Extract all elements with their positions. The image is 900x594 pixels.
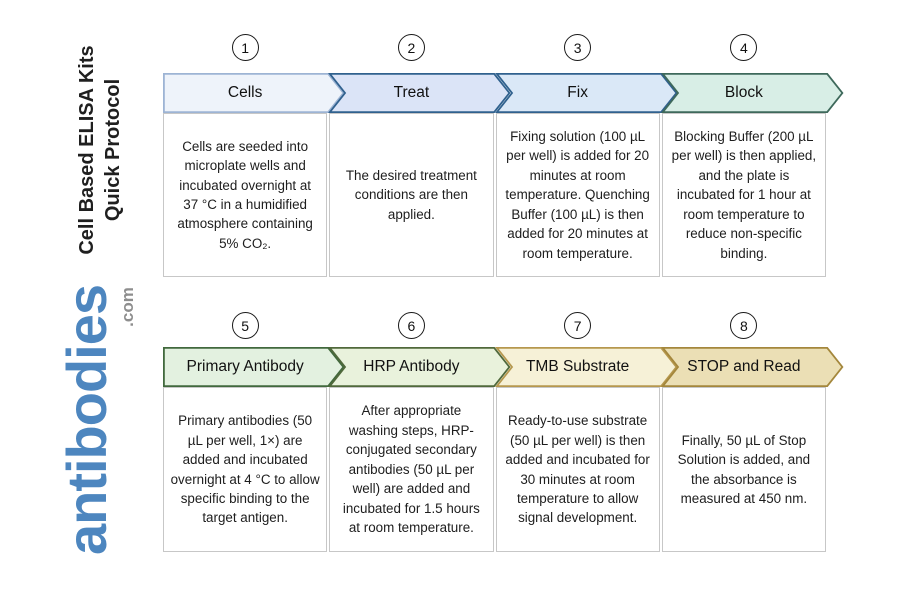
arrow-banner-icon [163,73,345,113]
step-number: 8 [739,317,748,334]
step-title: Block [724,84,763,101]
vertical-title: Cell Based ELISA Kits Quick Protocol [74,35,126,265]
step-number-badge: 6 [397,312,425,339]
arrow-banner-icon [494,347,677,387]
arrow-banner-icon [660,347,844,387]
step-header: STOP and Read [660,347,844,387]
vertical-title-line1: Cell Based ELISA Kits [76,45,98,255]
step-column-primary-antibody: 5 Primary Antibody Primary antibodies (5… [163,312,345,552]
step-title: Cells [227,84,263,101]
step-description: Finally, 50 µL of Stop Solution is added… [677,432,811,506]
step-description-box: Blocking Buffer (200 µL per well) is the… [661,113,826,277]
step-title: Fix [567,84,588,101]
protocol-row-2: 5 Primary Antibody Primary antibodies (5… [163,312,844,552]
step-number-badge: 8 [730,312,758,339]
step-description: After appropriate washing steps, HRP-con… [342,403,480,536]
arrow-banner-icon [660,73,844,113]
step-header: Treat [328,73,511,113]
step-description: Primary antibodies (50 µL per well, 1×) … [170,413,320,526]
step-number: 4 [739,39,748,56]
step-description: The desired treatment conditions are the… [345,167,477,222]
step-description: Cells are seeded into microplate wells a… [177,138,313,251]
step-description-box: Cells are seeded into microplate wells a… [163,113,328,277]
step-header: TMB Substrate [494,347,677,387]
step-description: Fixing solution (100 µL per well) is add… [505,128,650,261]
step-header: Cells [163,73,345,113]
step-title: HRP Antibody [363,358,460,375]
vertical-title-line2: Quick Protocol [102,78,124,222]
step-number-badge: 2 [397,34,425,61]
step-column-fix: 3 Fix Fixing solution (100 µL per well) … [494,34,677,277]
protocol-row-1: 1 Cells Cells are seeded into microplate… [163,34,844,277]
step-description: Ready-to-use substrate (50 µL per well) … [505,413,650,526]
antibodies-logo: antibodies [55,284,118,556]
step-number: 6 [407,317,416,334]
step-description-box: After appropriate washing steps, HRP-con… [329,387,494,552]
arrow-banner-icon [328,73,511,113]
step-column-hrp-antibody: 6 HRP Antibody After appropriate washing… [328,312,511,552]
step-title: STOP and Read [687,358,801,375]
step-number: 3 [573,39,582,56]
step-number: 7 [573,317,582,334]
step-column-tmb-substrate: 7 TMB Substrate Ready-to-use substrate (… [494,312,677,552]
step-number-badge: 1 [231,34,259,61]
step-title: TMB Substrate [525,358,630,375]
step-description: Blocking Buffer (200 µL per well) is the… [671,128,817,261]
logo-dotcom-suffix: .com [118,287,137,327]
step-description-box: The desired treatment conditions are the… [329,113,494,277]
step-number-badge: 4 [730,34,758,61]
step-title: Treat [393,84,430,101]
step-number: 5 [241,317,250,334]
step-column-block: 4 Block Blocking Buffer (200 µL per well… [660,34,844,277]
step-header: Block [660,73,844,113]
step-description-box: Finally, 50 µL of Stop Solution is added… [661,387,826,552]
arrow-banner-icon [494,73,677,113]
step-number: 1 [241,39,250,56]
step-title: Primary Antibody [186,358,304,375]
step-column-cells: 1 Cells Cells are seeded into microplate… [163,34,345,277]
step-description-box: Primary antibodies (50 µL per well, 1×) … [163,387,328,552]
arrow-banner-icon [163,347,345,387]
step-number: 2 [407,39,416,56]
step-header: Primary Antibody [163,347,345,387]
step-header: Fix [494,73,677,113]
step-number-badge: 5 [231,312,259,339]
step-column-treat: 2 Treat The desired treatment conditions… [328,34,511,277]
step-number-badge: 3 [564,34,592,61]
step-description-box: Ready-to-use substrate (50 µL per well) … [495,387,660,552]
step-number-badge: 7 [564,312,592,339]
step-header: HRP Antibody [328,347,511,387]
step-column-stop-and-read: 8 STOP and Read Finally, 50 µL of Stop S… [660,312,844,552]
arrow-banner-icon [328,347,511,387]
step-description-box: Fixing solution (100 µL per well) is add… [495,113,660,277]
